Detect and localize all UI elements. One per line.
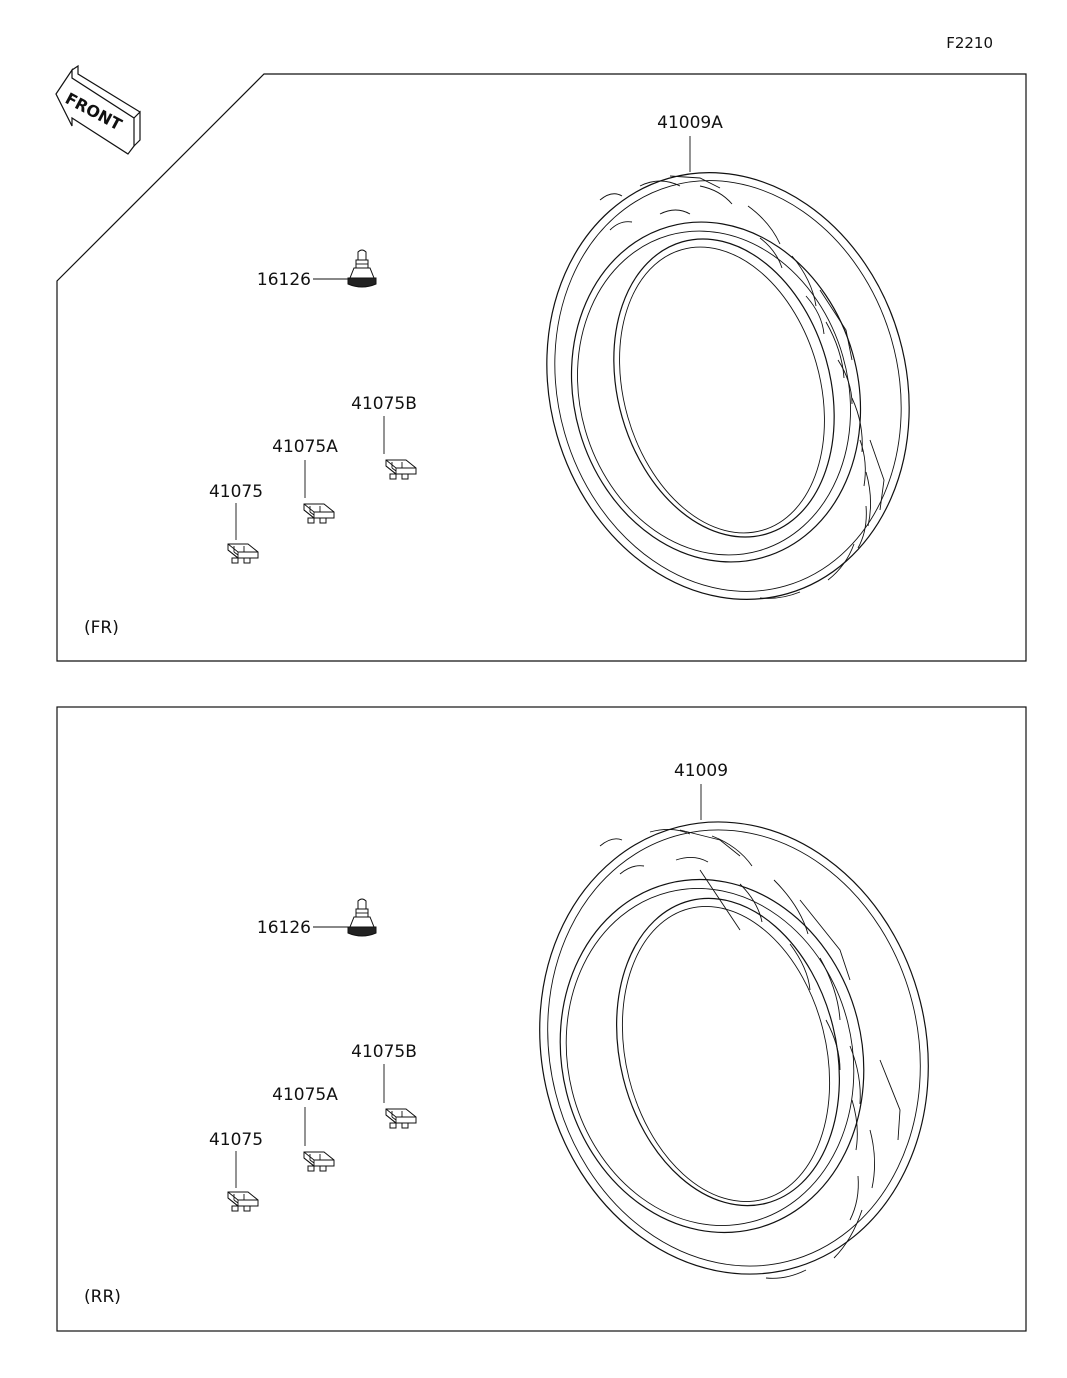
front-weight-icon: [227, 543, 259, 564]
front-valve-label: 16126: [257, 270, 311, 290]
panel-frame-rear: [56, 706, 1027, 1332]
rear-panel-tag: (RR): [84, 1287, 121, 1307]
rear-weight-label: 41075: [209, 1130, 263, 1150]
front-label: FRONT: [62, 89, 125, 135]
rear-tire-label: 41009: [674, 761, 728, 781]
front-weight-label: 41075: [209, 482, 263, 502]
rear-tire: [539, 821, 929, 1279]
rear-weight-icon: [227, 1191, 259, 1212]
panel-rear-tire: 41009 16126 41075B 41075A 41075 (RR): [56, 706, 1027, 1332]
rear-weight-a-label: 41075A: [272, 1085, 338, 1105]
front-weight-a-label: 41075A: [272, 437, 338, 457]
panel-frame-front: [56, 73, 1027, 662]
figure-number: F2210: [946, 34, 993, 52]
front-tire-label: 41009A: [657, 113, 723, 133]
front-weight-a-icon: [303, 503, 335, 524]
front-tread-pattern: [599, 175, 885, 599]
front-arrow-icon: FRONT: [55, 64, 141, 155]
rear-valve-label: 16126: [257, 918, 311, 938]
rear-weight-a-icon: [303, 1151, 335, 1172]
rear-weight-b-icon: [385, 1108, 417, 1129]
rear-valve-icon: [347, 898, 377, 937]
rear-weight-b-label: 41075B: [351, 1042, 417, 1062]
rear-tread-pattern: [599, 829, 901, 1279]
front-weight-b-icon: [385, 459, 417, 480]
front-weight-b-label: 41075B: [351, 394, 417, 414]
panel-front-tire: 41009A 16126 41075B 41075A 41075 (FR): [56, 73, 1027, 662]
front-tire: [546, 172, 910, 600]
front-panel-tag: (FR): [84, 618, 119, 638]
front-valve-icon: [347, 249, 377, 288]
